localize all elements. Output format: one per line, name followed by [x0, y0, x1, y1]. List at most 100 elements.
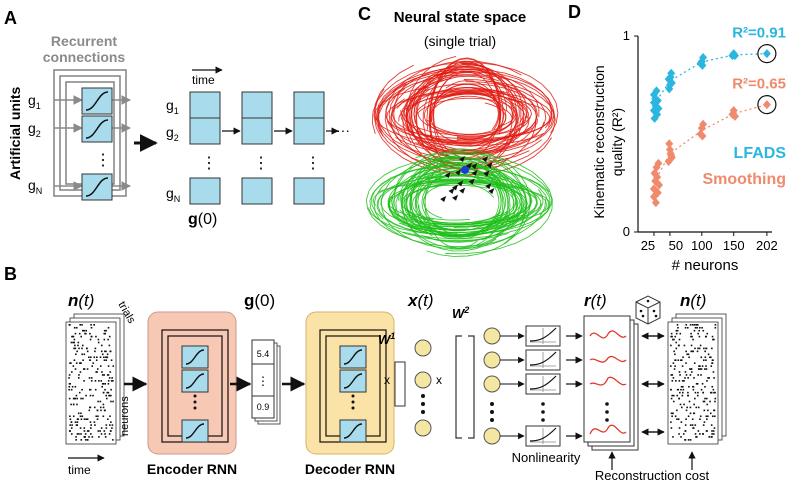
state-space-subtitle: (single trial): [424, 33, 496, 49]
spike-tick: [696, 383, 699, 385]
spike-tick: [90, 380, 93, 382]
reconstruction-arrows: [608, 451, 696, 470]
spike-tick: [689, 324, 692, 326]
spike-tick: [684, 430, 687, 432]
spike-tick: [82, 359, 84, 361]
spike-tick: [688, 385, 690, 388]
spike-tick: [73, 338, 76, 341]
spike-tick: [84, 433, 87, 435]
column-dots: ⋮ ⋮ ⋮: [201, 155, 321, 172]
spike-tick: [77, 377, 80, 379]
spike-tick: [83, 353, 86, 356]
spike-tick: [84, 332, 86, 335]
red-trajectory: [377, 73, 542, 161]
trajectory-arrowhead: [452, 194, 459, 201]
spike-tick: [691, 335, 693, 338]
spike-tick: [104, 350, 106, 353]
spike-tick: [702, 391, 704, 394]
spike-tick: [679, 374, 681, 376]
spike-tick: [68, 383, 71, 385]
sigmoid-icon: [85, 177, 109, 197]
spike-tick: [76, 350, 78, 353]
spike-tick: [671, 415, 673, 418]
spike-tick: [673, 338, 675, 341]
spike-tick: [74, 397, 77, 400]
latent-factor-nodes: [414, 339, 432, 437]
spike-tick: [670, 412, 673, 415]
spike-tick: [91, 365, 94, 367]
spike-tick: [709, 400, 711, 403]
spike-tick: [79, 324, 82, 326]
spike-tick: [83, 380, 85, 382]
trajectory-arrowhead: [459, 187, 466, 194]
spike-tick: [86, 430, 89, 432]
x-tick-label: 202: [756, 238, 778, 253]
spike-tick: [104, 436, 107, 438]
spike-tick: [689, 368, 691, 370]
spike-tick: [683, 344, 686, 347]
spike-tick: [704, 397, 706, 400]
red-trajectory: [391, 98, 539, 142]
spike-tick: [92, 362, 95, 364]
spike-tick: [98, 380, 100, 382]
spike-tick: [676, 418, 678, 420]
spike-tick: [689, 412, 692, 415]
reconstruction-label: Reconstruction cost: [595, 468, 710, 483]
spike-tick: [687, 415, 690, 418]
sigmoid-icon: [343, 349, 363, 365]
green-trajectory: [373, 179, 547, 248]
spike-tick: [676, 388, 679, 391]
spike-tick: [81, 347, 83, 350]
spike-raster-output: [667, 313, 727, 445]
spike-tick: [675, 347, 678, 350]
trajectory-plot: [365, 55, 559, 257]
spike-tick: [671, 412, 674, 415]
spike-tick: [110, 388, 112, 391]
spike-tick: [82, 397, 84, 400]
red-trajectory: [410, 75, 520, 135]
spike-tick: [70, 388, 73, 391]
spike-tick: [684, 439, 687, 441]
sigmoid-icon: [85, 119, 109, 139]
spike-tick: [687, 394, 689, 397]
spike-tick: [680, 359, 682, 361]
spike-tick: [704, 368, 706, 370]
ellipsis-dot: [351, 406, 355, 410]
spike-tick: [86, 439, 89, 441]
spike-tick: [105, 424, 108, 426]
vdots: ⋮: [95, 152, 111, 169]
spike-tick: [693, 324, 696, 326]
spike-tick: [83, 329, 86, 332]
spike-tick: [106, 391, 109, 394]
spike-tick: [699, 326, 701, 329]
spike-tick: [689, 406, 692, 409]
spike-tick: [707, 377, 709, 379]
spike-tick: [99, 400, 102, 403]
spike-tick: [671, 394, 673, 397]
spike-tick: [692, 350, 694, 353]
x-tick-label: 50: [669, 238, 683, 253]
spike-tick: [81, 344, 84, 347]
spike-tick: [81, 415, 84, 418]
spike-tick: [109, 350, 112, 353]
spike-tick: [678, 344, 680, 347]
spike-tick: [100, 344, 103, 347]
ellipsis-dot: [541, 410, 545, 414]
state-space-title: Neural state space: [394, 9, 527, 26]
spike-tick: [90, 424, 92, 426]
red-trajectory: [427, 102, 507, 135]
spike-tick: [713, 338, 715, 341]
spike-tick: [109, 424, 111, 426]
spike-tick: [70, 362, 72, 364]
green-trajectory: [432, 178, 542, 228]
spike-tick: [677, 326, 679, 329]
spike-tick: [674, 335, 677, 338]
spike-tick: [707, 353, 710, 356]
sigmoid-icon: [343, 423, 363, 439]
green-trajectory: [369, 165, 509, 242]
spike-tick: [671, 380, 674, 382]
spike-tick: [68, 374, 71, 376]
trajectory-arrowhead: [440, 196, 447, 203]
data-point: [698, 60, 707, 70]
spike-tick: [674, 359, 676, 361]
